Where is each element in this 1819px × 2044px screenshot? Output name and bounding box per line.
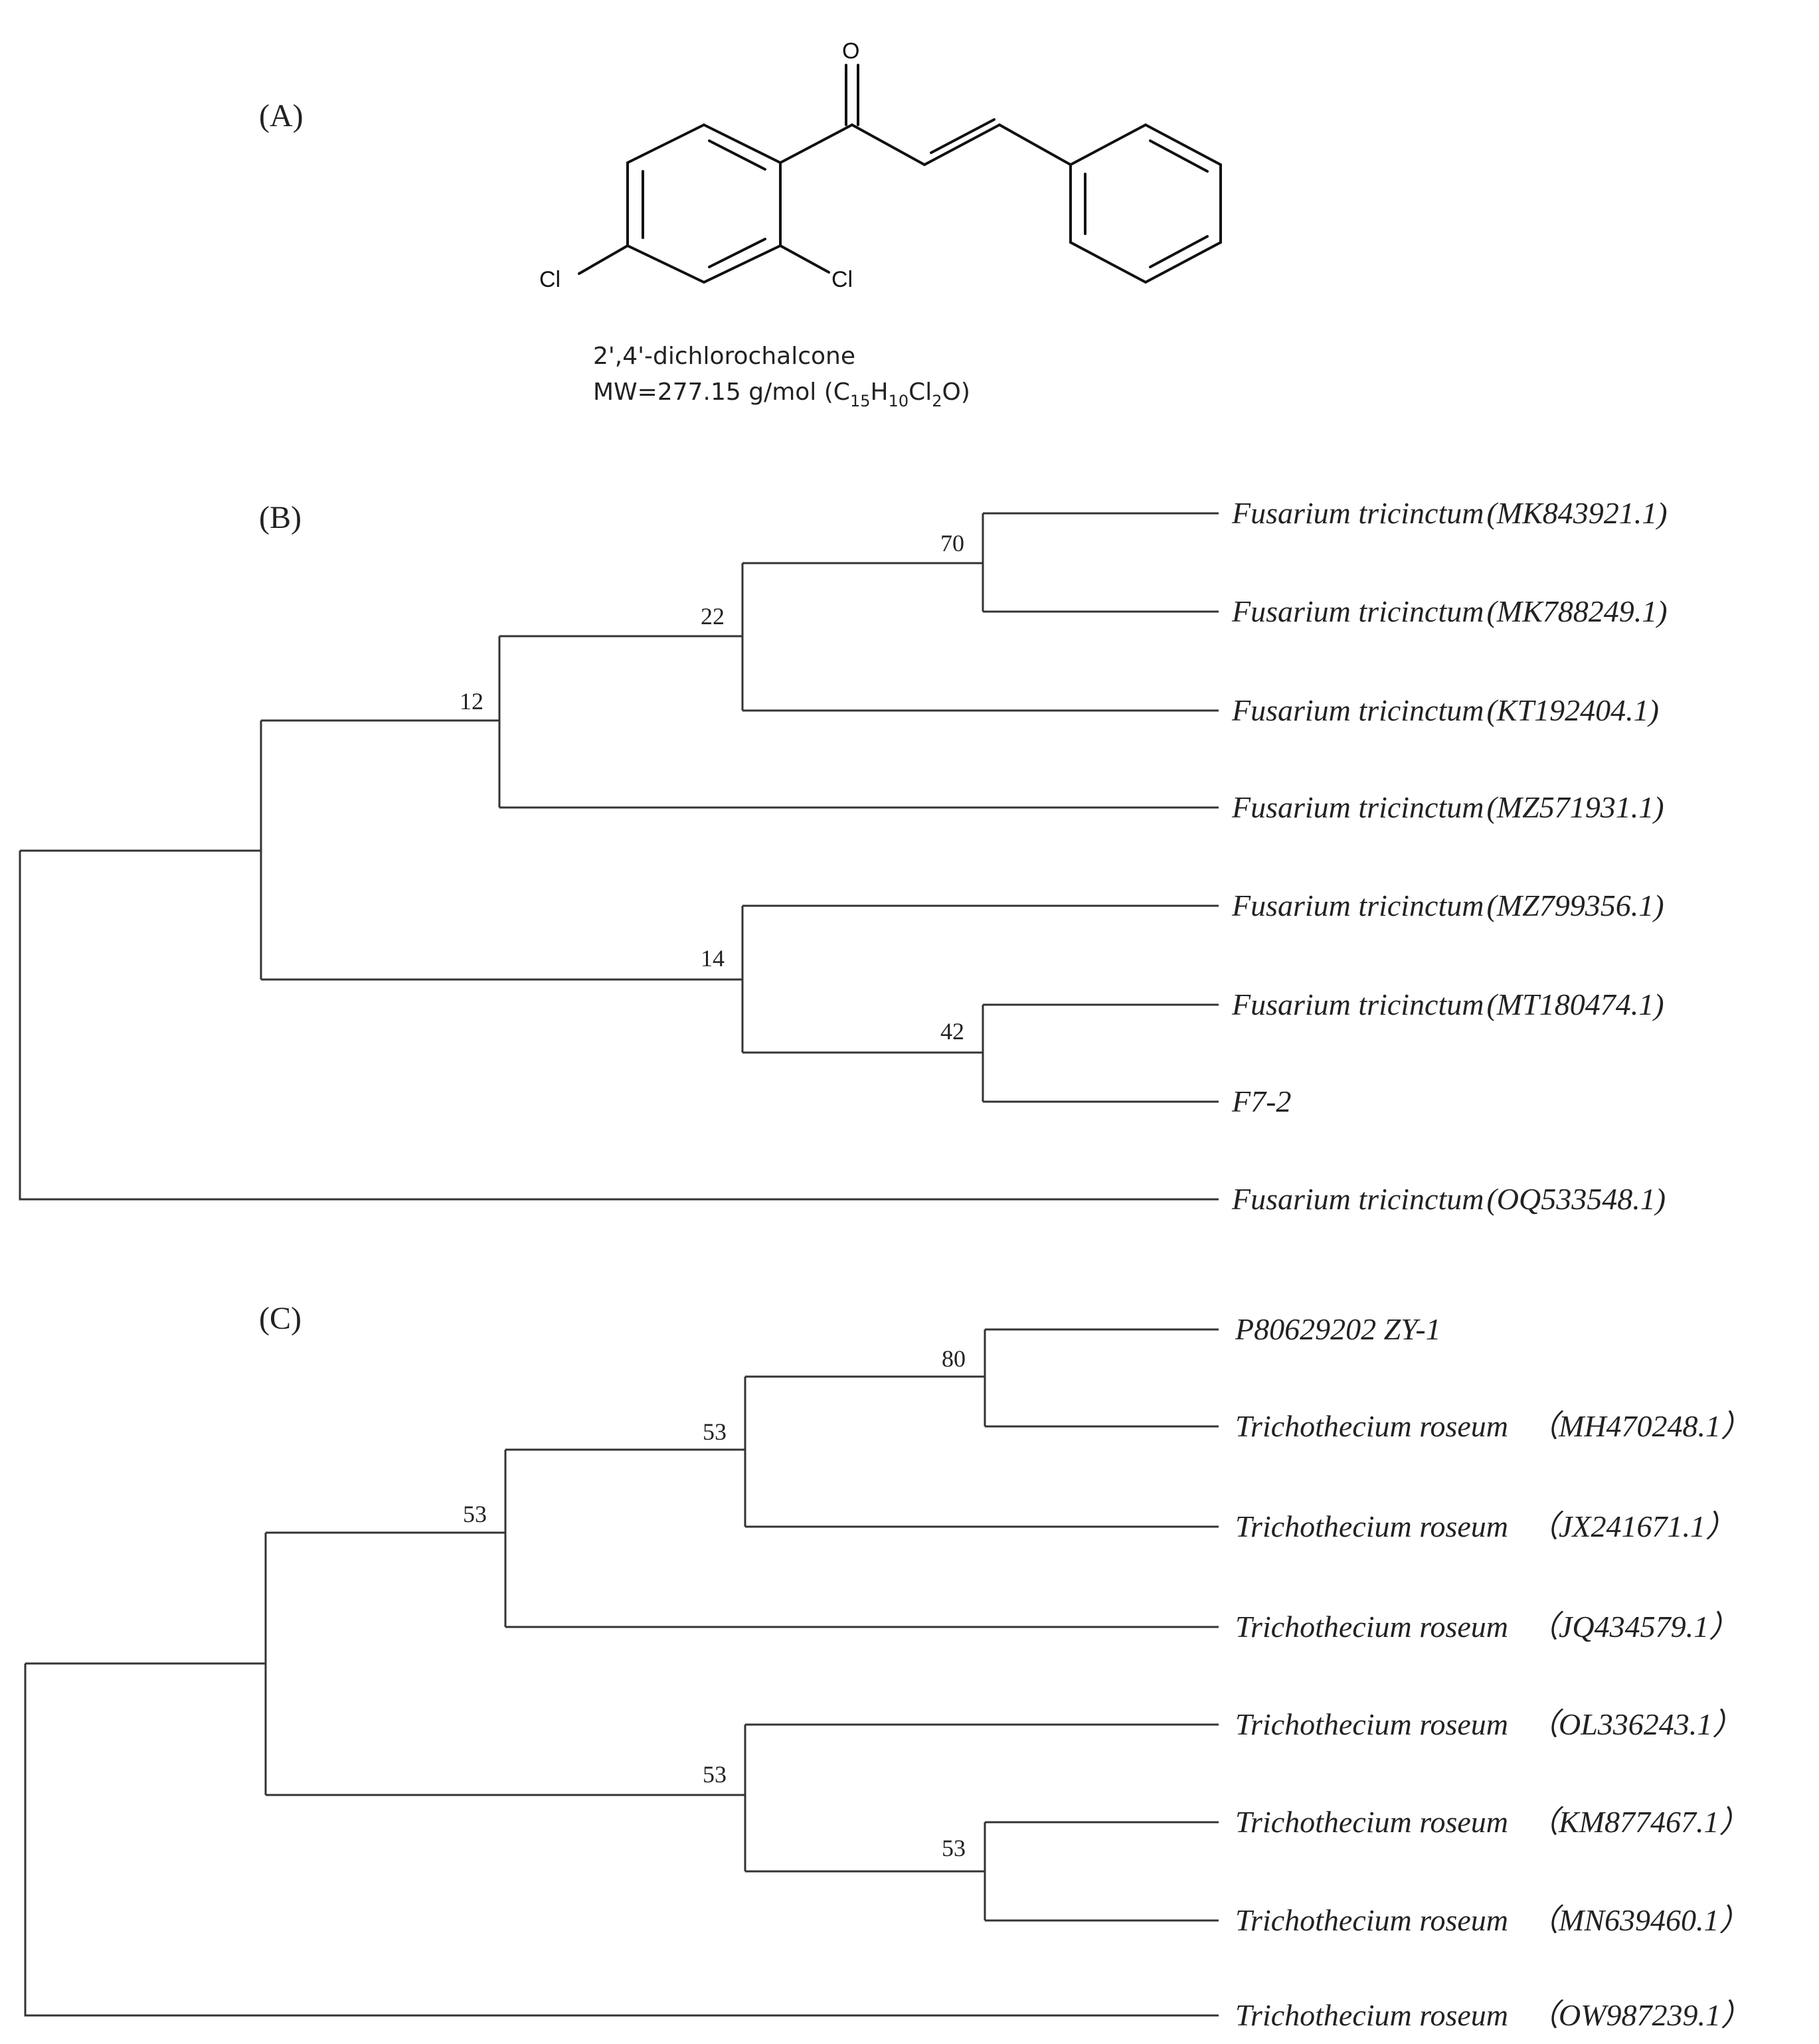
right-ring-double-1	[1149, 139, 1209, 173]
left-ring-double-2	[708, 238, 766, 268]
tree-b-root	[19, 849, 1219, 1201]
tree-b-node-70	[982, 512, 1219, 613]
tree-c-node-53a	[504, 1448, 1219, 1628]
right-ring	[1069, 123, 1222, 284]
bond-alkene-phenyl	[998, 124, 1072, 166]
molecular-weight: MW=277.15 g/mol (C15H10Cl2O)	[593, 379, 970, 410]
tree-b-node-12	[498, 635, 1219, 809]
bootstrap-c-53-upper: 53	[703, 1418, 727, 1445]
bond-ring-carbonyl	[779, 124, 853, 164]
tree-c-node-53d	[984, 1821, 1219, 1922]
bootstrap-b-22: 22	[701, 603, 725, 630]
tree-b-leaf-5: Fusarium tricinctum (MZ799356.1)	[1231, 889, 1664, 922]
panel-c-tree: (C) 80 53 53 53 53 P80629202 ZY-1 Tricho…	[24, 1301, 1751, 2032]
tree-b-leaf-1: Fusarium tricinctum (MK843921.1)	[1231, 496, 1668, 530]
bond-cl-left	[578, 244, 629, 275]
tree-c-leaf-2: Trichothecium roseum（MH470248.1）	[1235, 1409, 1751, 1443]
panel-c-label: (C)	[259, 1301, 302, 1336]
tree-c-node-53c	[744, 1723, 1219, 1873]
panel-b-tree: (B) 70 22 12 14 42 Fusarium tricinctum (…	[19, 496, 1668, 1216]
bootstrap-b-12: 12	[460, 688, 483, 715]
bond-carbonyl-alpha	[851, 124, 926, 166]
tree-c-node-53b	[744, 1375, 1219, 1528]
chemical-structure: Cl Cl O	[539, 39, 1222, 292]
bootstrap-c-53-bottom: 53	[942, 1835, 966, 1861]
tree-c-leaf-1: P80629202 ZY-1	[1235, 1312, 1441, 1346]
tree-b-leaf-7: F7-2	[1231, 1084, 1291, 1118]
tree-b-leaf-6: Fusarium tricinctum (MT180474.1)	[1231, 987, 1664, 1021]
tree-c-node-80	[984, 1328, 1219, 1428]
bond-alkene-double	[930, 118, 996, 154]
tree-c-node-a	[264, 1531, 745, 1796]
tree-b-node-42	[982, 1003, 1219, 1103]
right-ring-double-2	[1149, 235, 1209, 268]
bond-cl-right	[779, 244, 830, 274]
atom-cl-left: Cl	[539, 267, 561, 292]
tree-c-leaf-6: Trichothecium roseum（KM877467.1）	[1235, 1805, 1750, 1839]
atom-o: O	[842, 39, 859, 64]
tree-c-leaf-4: Trichothecium roseum（JQ434579.1）	[1235, 1610, 1739, 1644]
tree-c-root	[24, 1662, 1219, 2017]
bootstrap-c-53-lower: 53	[703, 1761, 727, 1788]
tree-b-leaf-4: Fusarium tricinctum (MZ571931.1)	[1231, 790, 1664, 824]
tree-b-node-22	[741, 562, 1219, 712]
bond-alkene	[923, 124, 1001, 166]
left-ring	[626, 123, 782, 284]
bootstrap-c-53-top: 53	[463, 1501, 487, 1527]
tree-c-leaf-8: Trichothecium roseum（OW987239.1）	[1235, 1998, 1751, 2032]
bootstrap-b-42: 42	[940, 1018, 964, 1045]
tree-b-leaf-2: Fusarium tricinctum (MK788249.1)	[1231, 594, 1668, 628]
compound-name: 2',4'-dichlorochalcone	[593, 343, 855, 370]
bootstrap-b-14: 14	[701, 945, 725, 972]
left-ring-double-1	[708, 139, 766, 171]
tree-c-leaf-5: Trichothecium roseum（OL336243.1）	[1235, 1707, 1743, 1741]
panel-b-label: (B)	[259, 500, 302, 535]
atom-cl-right: Cl	[831, 267, 853, 292]
tree-c-leaf-3: Trichothecium roseum（JX241671.1）	[1235, 1509, 1736, 1543]
tree-c-leaf-7: Trichothecium roseum（MN639460.1）	[1235, 1903, 1750, 1937]
tree-b-leaf-8: Fusarium tricinctum (OQ533548.1)	[1231, 1182, 1666, 1216]
tree-b-node-a	[260, 719, 742, 981]
panel-a-label: (A)	[259, 98, 303, 133]
tree-b-node-14	[741, 904, 1219, 1054]
bootstrap-b-70: 70	[940, 530, 964, 556]
tree-b-leaf-3: Fusarium tricinctum (KT192404.1)	[1231, 693, 1659, 727]
bootstrap-c-80: 80	[942, 1345, 966, 1372]
panel-a: (A) Cl Cl O	[259, 39, 1222, 410]
